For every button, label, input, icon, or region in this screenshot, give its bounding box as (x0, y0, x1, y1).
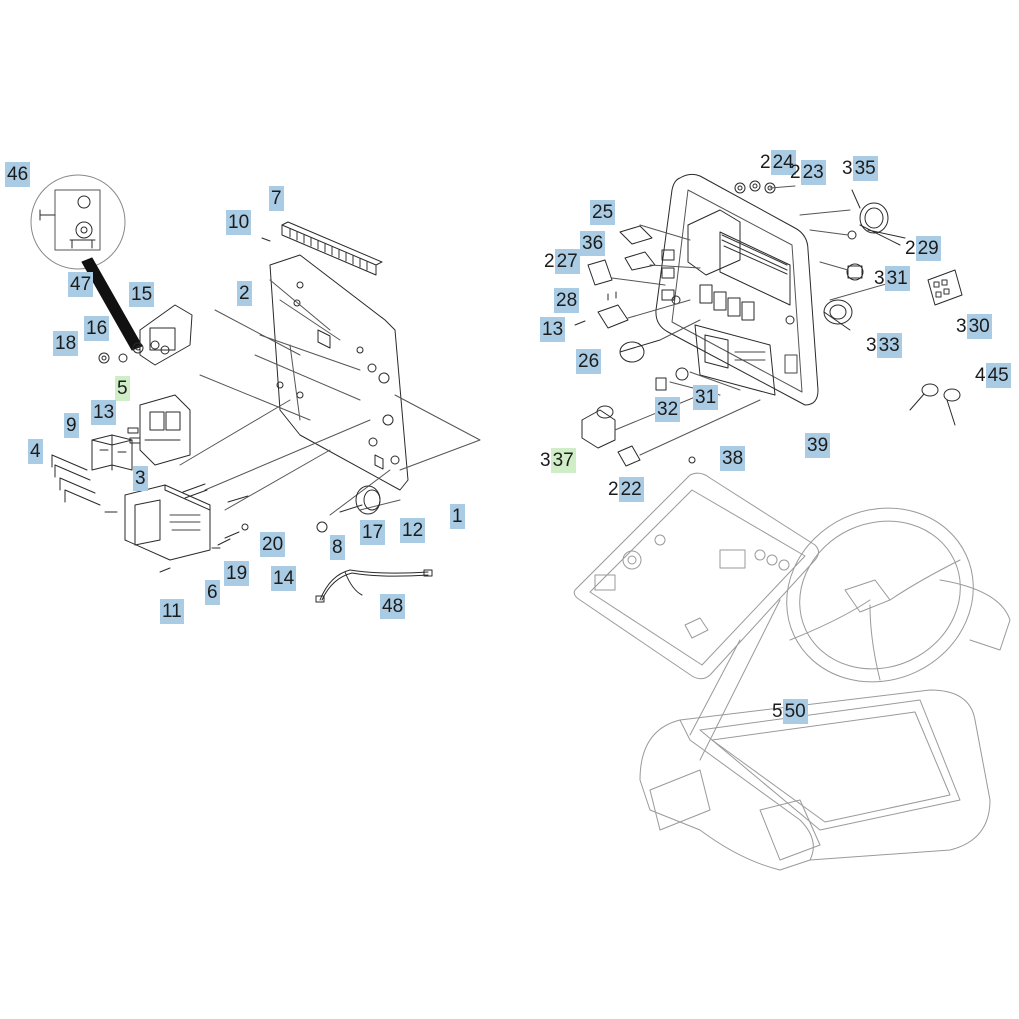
callout-47: 47 (68, 272, 94, 297)
screw-38 (688, 456, 696, 464)
ring-31 (675, 367, 689, 381)
relays-9 (91, 434, 133, 471)
callout-8: 8 (330, 535, 345, 560)
callout-6: 6 (205, 580, 220, 605)
ignition-33 (823, 299, 853, 331)
display-30 (927, 269, 963, 306)
spacer-19 (217, 538, 231, 546)
callout-15: 15 (129, 282, 155, 307)
callout-5: 5 (115, 376, 130, 401)
pin-13 (574, 320, 586, 326)
callout-13-right: 13 (540, 317, 566, 342)
left-back-plate (269, 254, 409, 491)
callout-25: 25 (590, 200, 616, 225)
cable-48 (315, 569, 433, 603)
relay-board-5 (139, 394, 191, 466)
terminal-strip (281, 221, 383, 276)
vehicle-dashboard (573, 472, 1011, 871)
callout-17: 17 (360, 520, 386, 545)
fuse-35 (851, 189, 861, 209)
callout-46: 46 (5, 162, 31, 187)
callout-11: 11 (160, 599, 184, 624)
callout-7: 7 (269, 186, 284, 211)
relay-22 (617, 445, 641, 467)
callout-48: 48 (380, 594, 406, 619)
callout-1: 1 (450, 504, 465, 529)
callout-16: 16 (84, 316, 110, 341)
callout-36: 36 (580, 231, 606, 256)
connector-15 (132, 304, 193, 366)
nut-8 (316, 521, 328, 533)
callout-31: 31 (693, 385, 719, 410)
clips-4 (51, 454, 101, 506)
controller-6 (104, 484, 221, 561)
switch-37 (581, 405, 616, 449)
callout-3: 3 (133, 466, 148, 491)
washer-20 (241, 523, 249, 531)
callout-10: 10 (226, 210, 252, 235)
knob-29 (859, 202, 906, 246)
screw-11 (159, 567, 171, 573)
indicator-lamps (734, 180, 776, 194)
nut-small (847, 230, 857, 240)
switch-31 (846, 263, 864, 281)
screw-10 (261, 237, 271, 242)
callout-13-left: 13 (91, 400, 117, 425)
callout-9: 9 (64, 413, 79, 438)
washer-16 (118, 353, 128, 363)
callout-38: 38 (720, 446, 746, 471)
nut-18 (98, 352, 110, 364)
left-guide-lines (179, 279, 481, 516)
plug-28 (597, 291, 629, 329)
dashboard-panel-39 (655, 173, 819, 406)
callout-28: 28 (554, 288, 580, 313)
panel-controller (694, 324, 776, 396)
callout-2: 2 (237, 281, 252, 306)
callout-4: 4 (28, 439, 43, 464)
detail-magnifier (30, 174, 143, 351)
callout-18: 18 (53, 331, 79, 356)
spacer-14 (224, 531, 240, 539)
terminal-32 (655, 377, 667, 391)
callout-32: 32 (655, 397, 681, 422)
standoffs (182, 483, 249, 503)
keys-45 (909, 383, 961, 426)
callout-14: 14 (271, 566, 297, 591)
rubber-mount-17 (339, 485, 381, 515)
callout-20: 20 (260, 532, 286, 557)
callout-39: 39 (805, 433, 831, 458)
callout-26: 26 (576, 349, 602, 374)
rotary-switch-26 (619, 339, 661, 363)
callout-19: 19 (224, 561, 250, 586)
callout-12: 12 (400, 518, 426, 543)
panel-relays (661, 209, 791, 321)
